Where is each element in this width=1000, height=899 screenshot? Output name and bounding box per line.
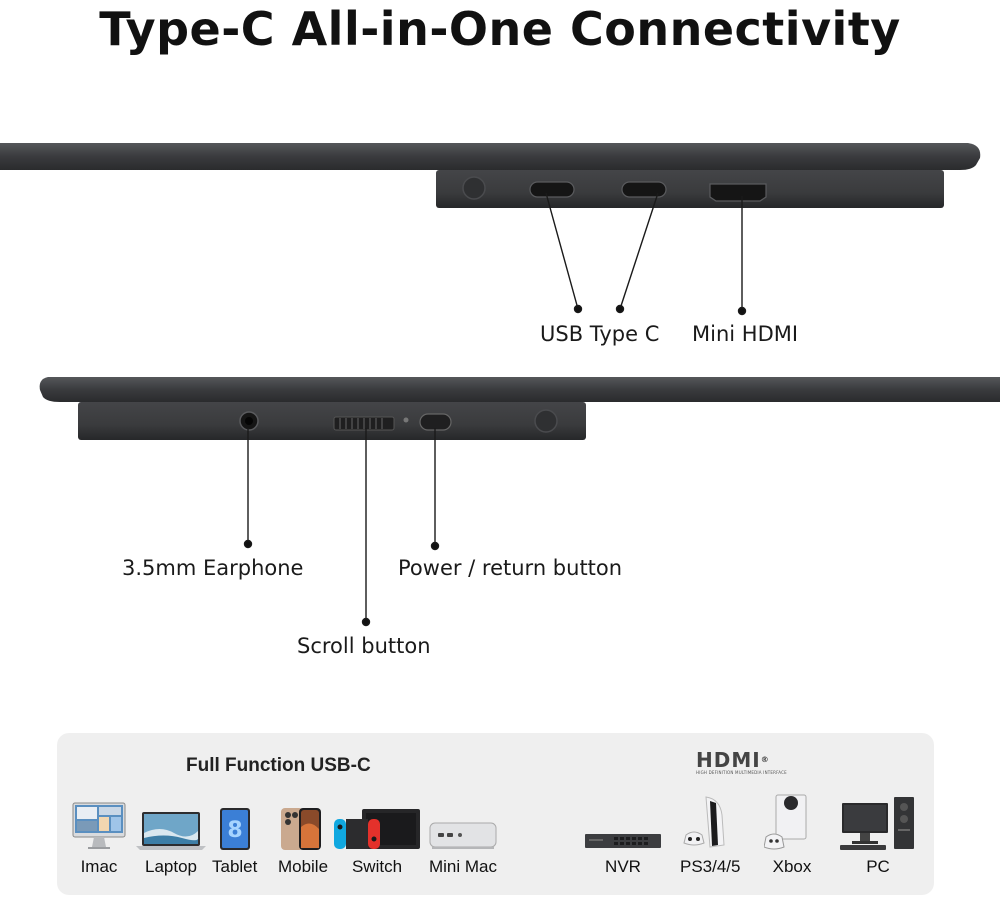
usbc-heading: Full Function USB-C <box>186 755 371 776</box>
device-label: Xbox <box>772 857 812 876</box>
laptop-icon <box>136 812 206 850</box>
hdmi-logo-subtext: HIGH DEFINITION MULTIMEDIA INTERFACE <box>696 770 787 775</box>
device-label: Imac <box>80 857 118 876</box>
device-tablet: 8 Tablet <box>212 795 257 877</box>
device-label: Switch <box>351 857 403 876</box>
label-mini-hdmi: Mini HDMI <box>692 322 799 346</box>
label-scroll-button: Scroll button <box>297 634 431 658</box>
mobile-icon <box>281 808 321 850</box>
hdmi-logo: HDMI® HIGH DEFINITION MULTIMEDIA INTERFA… <box>696 750 806 780</box>
label-power-button: Power / return button <box>398 556 623 580</box>
label-usb-type-c: USB Type C <box>540 322 660 346</box>
mini-hdmi-port <box>709 183 767 202</box>
svg-text:8: 8 <box>227 818 242 843</box>
device-pc: PC <box>838 795 918 877</box>
playstation-icon <box>683 796 725 848</box>
device-label: Mobile <box>277 857 329 876</box>
device-nvr: NVR <box>584 795 662 877</box>
hdmi-logo-text: HDMI <box>696 748 761 772</box>
device-label: NVR <box>605 857 641 876</box>
monitor-edge-bottom <box>39 377 1000 440</box>
device-playstation: PS3/4/5 <box>680 795 741 877</box>
switch-console-icon <box>334 809 420 849</box>
device-label: Tablet <box>212 857 258 876</box>
device-label: Mini Mac <box>428 857 497 876</box>
usb-c-port-2 <box>621 181 667 198</box>
device-switch: Switch <box>332 795 422 877</box>
device-label: Laptop <box>145 857 197 876</box>
device-laptop: Laptop <box>136 795 206 877</box>
device-imac: Imac <box>72 795 126 877</box>
monitor-edge-top <box>0 143 981 208</box>
nvr-icon <box>585 834 661 848</box>
device-label: PC <box>866 857 890 876</box>
usb-c-port-1 <box>529 181 575 198</box>
mini-mac-icon <box>429 822 497 849</box>
power-button <box>419 413 452 431</box>
tablet-icon: 8 <box>219 808 250 850</box>
page-title: Type-C All-in-One Connectivity <box>99 2 901 56</box>
imac-icon <box>72 802 126 849</box>
device-xbox: Xbox <box>764 794 820 877</box>
xbox-icon <box>764 794 807 850</box>
pc-icon <box>840 797 914 850</box>
device-mini-mac: Mini Mac <box>428 795 498 877</box>
device-mobile: Mobile <box>275 795 331 877</box>
label-earphone: 3.5mm Earphone <box>122 556 304 580</box>
device-label: PS3/4/5 <box>680 857 741 876</box>
